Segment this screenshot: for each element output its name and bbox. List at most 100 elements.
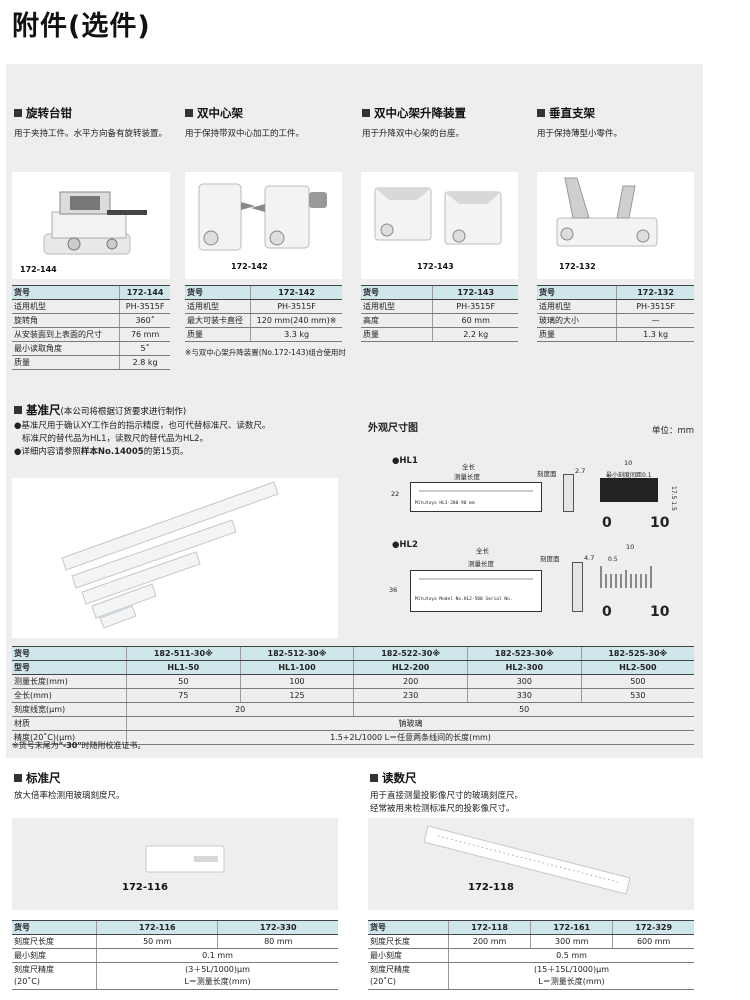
table-row: 测量长度(mm) 50 100 200 300 500: [12, 674, 694, 689]
double-center-label: 172-142: [231, 262, 268, 271]
hl1-dim-22: 22: [391, 490, 400, 498]
hl2-zoom-top: 10: [626, 543, 635, 551]
drawing-title: 外观尺寸图: [368, 423, 418, 434]
hl1-zoom-0: 0: [602, 515, 612, 531]
rotary-vise-desc: 用于夹持工件。水平方向备有旋转装置。: [14, 129, 168, 139]
hl2-ruler-text: Mitutoyo Model No.HL2-500 Serial No.: [415, 597, 513, 602]
center-lift-illustration: [374, 187, 502, 245]
hl2-zoom-10: 10: [650, 604, 670, 620]
standard-scale-table: 货号 172-116 172-330 刻度尺长度 50 mm 80 mm 最小刻…: [12, 920, 338, 990]
hl1-zoom-min: 最小刻度间距0.1: [606, 472, 652, 479]
square-bullet-icon: [537, 109, 545, 117]
section-title-reference-scale: 基准尺(本公司将根据订货要求进行制作): [14, 402, 186, 418]
vertical-holder-illustration: [556, 177, 658, 247]
hl1-dim-27: 2.7: [575, 467, 586, 475]
table-row: 最小刻度 0.5 mm: [368, 948, 694, 963]
double-center-image: 172-142: [185, 172, 342, 279]
glass-scales-illustration: [61, 481, 279, 629]
hl1-zoom-graduation: [600, 478, 658, 502]
vertical-holder-label: 172-132: [559, 262, 596, 271]
hl2-full-length: 全长: [476, 547, 489, 555]
hl1-zoom-top: 10: [624, 459, 633, 467]
table-header-row: 型号 HL1-50 HL1-100 HL2-200 HL2-300 HL2-50…: [12, 660, 694, 675]
standard-scale-illustration: [145, 845, 225, 873]
double-center-illustration: [198, 183, 327, 251]
rotary-vise-image: 172-144: [12, 172, 170, 279]
rotary-vise-illustration: [43, 191, 147, 255]
hl2-measure-length: 测量长度: [468, 560, 494, 568]
hl1-full-length: 全长: [462, 463, 475, 471]
reference-scale-desc: ●基准尺用于确认XY工作台的指示精度，也可代替标准尺、读数尺。 标准尺的替代品为…: [14, 421, 271, 457]
center-lift-desc: 用于升降双中心架的台座。: [362, 129, 465, 139]
table-row: 玻璃的大小—: [537, 313, 694, 328]
reference-scale-table: 货号 182-511-30※ 182-512-30※ 182-522-30※ 1…: [12, 646, 694, 745]
hl2-scale-face: 刻度面: [540, 555, 560, 563]
vertical-holder-image: 172-132: [537, 172, 694, 279]
hl1-scale-face: 刻度面: [537, 470, 557, 478]
table-row: 刻度尺长度 50 mm 80 mm: [12, 934, 338, 949]
table-row: 全长(mm) 75 125 230 330 530: [12, 688, 694, 703]
reading-scale-desc: 用于直接测量投影像尺寸的玻璃刻度尺。 经常被用来检测标准尺的投影像尺寸。: [370, 791, 524, 814]
bullet-icon: ●: [392, 540, 400, 550]
center-lift-label: 172-143: [417, 262, 454, 271]
table-header-row: 货号 172-118 172-161 172-329: [368, 920, 694, 935]
table-row: 材质 钠玻璃: [12, 716, 694, 731]
table-header-row: 货号 172-116 172-330: [12, 920, 338, 935]
square-bullet-icon: [370, 774, 378, 782]
hl2-zoom-graduation: [600, 566, 658, 588]
hl2-zoom-0: 0: [602, 604, 612, 620]
hl1-measure-length: 测量长度: [454, 473, 480, 481]
table-header-row: 货号 182-511-30※ 182-512-30※ 182-522-30※ 1…: [12, 646, 694, 661]
standard-scale-label: 172-116: [122, 882, 168, 893]
hl1-ruler-ticks: [419, 490, 533, 492]
section-title-rotary-vise: 旋转台钳: [14, 105, 72, 121]
rotary-vise-label: 172-144: [20, 265, 57, 274]
square-bullet-icon: [185, 109, 193, 117]
section-title-double-center: 双中心架: [185, 105, 243, 121]
table-row: 刻度尺长度 200 mm 300 mm 600 mm: [368, 934, 694, 949]
section-title-center-lift: 双中心架升降装置: [362, 105, 466, 121]
table-row: 精度(20˚C)(μm) 1.5+2L/1000 L＝任意两条线间的长度(mm): [12, 730, 694, 745]
hl2-zoom-ticks: [600, 566, 652, 588]
hl2-dim-36: 36: [389, 586, 398, 594]
reading-scale-image: 172-118: [368, 818, 694, 910]
reading-scale-illustration: [423, 825, 631, 895]
double-center-note: ※与双中心架升降装置(No.172-143)组合使用时: [185, 348, 346, 357]
bullet-icon: ●: [392, 456, 400, 466]
hl1-ruler-text: Mitutoyo HL1-200 90 mm: [415, 501, 475, 506]
hl1-zoom-right: 17.5 1.5: [670, 486, 677, 511]
page-title: 附件(选件): [12, 11, 151, 42]
square-bullet-icon: [362, 109, 370, 117]
standard-scale-desc: 放大倍率检测用玻璃刻度尺。: [14, 791, 125, 801]
hl2-label: ●HL2: [392, 540, 418, 550]
hl1-zoom-10: 10: [650, 515, 670, 531]
hl1-ruler: Mitutoyo HL1-200 90 mm: [410, 482, 542, 512]
center-lift-image: 172-143: [361, 172, 518, 279]
section-title-standard-scale: 标准尺: [14, 770, 61, 786]
hl2-dim-47: 4.7: [584, 554, 595, 562]
hl2-zoom-05: 0.5: [608, 556, 618, 563]
square-bullet-icon: [14, 774, 22, 782]
reading-scale-label: 172-118: [468, 882, 514, 893]
hl2-ruler: Mitutoyo Model No.HL2-500 Serial No.: [410, 570, 542, 612]
